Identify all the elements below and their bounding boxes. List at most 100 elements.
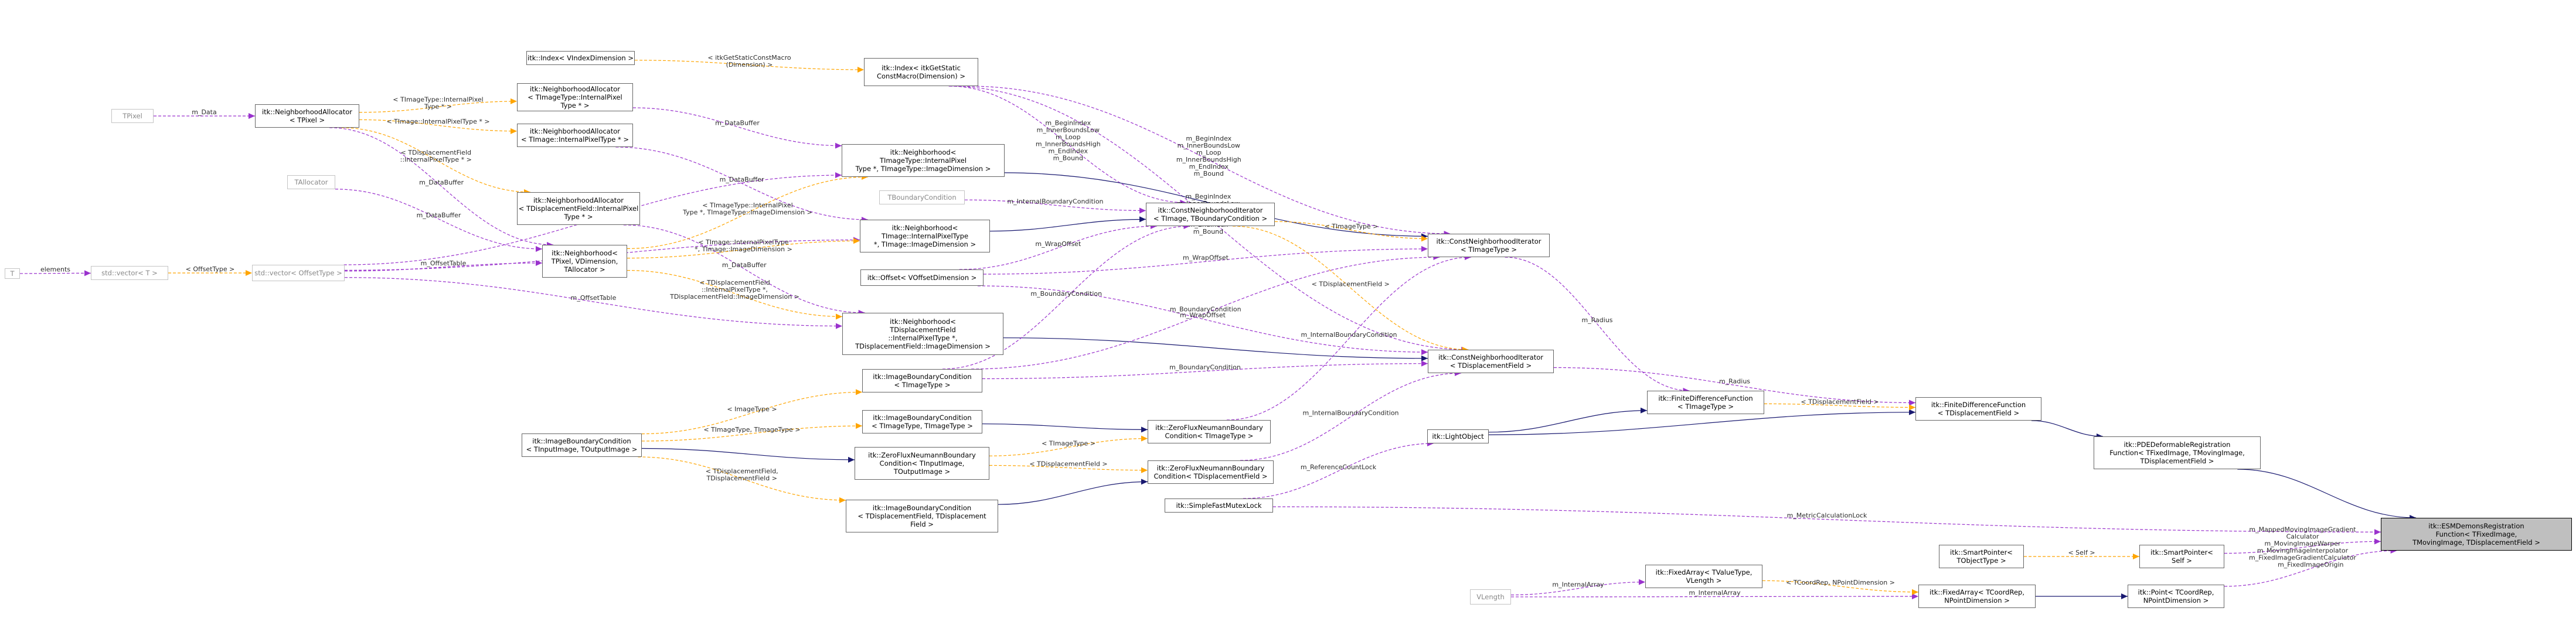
edge-label-line: < TDisplacementField — [699, 279, 770, 286]
edge-label-line: m_Radius — [1719, 378, 1750, 385]
edge-label: m_InternalArray — [1552, 581, 1604, 589]
class-node-na-timage[interactable]: itk::NeighborhoodAllocator< TImage::Inte… — [517, 124, 633, 147]
member-edge — [2224, 548, 2397, 587]
class-node-sp-tobject[interactable]: itk::SmartPointer<TObjectType > — [1939, 545, 2024, 568]
class-node-na-tpixel[interactable]: itk::NeighborhoodAllocator< TPixel > — [255, 104, 359, 128]
edge-label-line: m_DataBuffer — [417, 211, 461, 219]
class-node-label: ::InternalPixelType *, — [888, 334, 958, 342]
class-node-offsetv[interactable]: itk::Offset< VOffsetDimension > — [860, 269, 984, 286]
class-node-ibc-timagetype[interactable]: itk::ImageBoundaryCondition< TImageType … — [862, 369, 982, 392]
edge-label-line: < itkGetStaticConstMacro — [707, 54, 791, 62]
class-node-neigh-tpixel[interactable]: itk::Neighborhood<TPixel, VDimension,TAl… — [542, 245, 627, 278]
class-node-label: TAllocator — [294, 178, 328, 186]
class-node-label: itk::ZeroFluxNeumannBoundary — [868, 451, 976, 459]
edge-label-line: m_FixedImageOrigin — [2278, 561, 2343, 568]
class-node-label: TImageType::InternalPixel — [879, 156, 967, 165]
edge-label-line: m_MappedMovingImageGradient — [2249, 525, 2356, 533]
inherit-edge — [1488, 407, 1648, 433]
edge-label-line: ::InternalPixelType *, — [702, 286, 768, 293]
class-node-ibc-generic[interactable]: itk::ImageBoundaryCondition< TInputImage… — [522, 433, 642, 457]
edge-label: m_BoundaryCondition — [1030, 290, 1102, 298]
class-node-na-timagetype[interactable]: itk::NeighborhoodAllocator< TImageType::… — [517, 83, 633, 111]
class-node-point[interactable]: itk::Point< TCoordRep,NPointDimension > — [2128, 585, 2224, 608]
class-node-label: TOutputImage > — [893, 467, 951, 476]
class-node-label: Type *, TImageType::ImageDimension > — [855, 165, 991, 173]
member-edge — [1240, 370, 1461, 461]
class-node-label: itk::ImageBoundaryCondition — [532, 437, 631, 445]
class-node-label: itk::PDEDeformableRegistration — [2124, 441, 2231, 449]
edge-label: < OffsetType > — [186, 265, 235, 273]
inherit-edge — [2031, 420, 2103, 439]
class-node-label: < TPixel > — [289, 116, 325, 124]
member-edge — [959, 223, 1157, 270]
edge-label-line: < ImageType > — [727, 405, 777, 413]
template-edge — [1762, 580, 1919, 595]
edge-label-line: m_EndIndex — [1189, 163, 1229, 170]
edge-label: m_OffsetTable — [421, 260, 467, 267]
class-node-label: < TImageType > — [1677, 402, 1734, 411]
class-node-label: itk::FiniteDifferenceFunction — [1931, 401, 2026, 409]
edge-label-line: Type * > — [424, 103, 452, 110]
edge-label-line: m_Bound — [1053, 155, 1083, 162]
edge-label: m_Radius — [1719, 378, 1750, 385]
class-node-neigh-tdisp[interactable]: itk::Neighborhood<TDisplacementField::In… — [842, 313, 1003, 355]
edge-label-line: < Self > — [2068, 549, 2095, 556]
edge-label: m_MetricCalculationLock — [1787, 512, 1867, 520]
class-node-cni-generic[interactable]: itk::ConstNeighborhoodIterator< TImage, … — [1146, 203, 1275, 226]
member-edge — [964, 199, 1146, 214]
edge-label-line: m_Data — [192, 108, 216, 116]
class-node-lightobject[interactable]: itk::LightObject — [1427, 429, 1489, 443]
class-node-fdf-timagetype[interactable]: itk::FiniteDifferenceFunction< TImageTyp… — [1647, 391, 1764, 414]
class-node-neigh-timage[interactable]: itk::Neighborhood<TImage::InternalPixelT… — [860, 220, 990, 252]
class-node-cni-disp[interactable]: itk::ConstNeighborhoodIterator< TDisplac… — [1428, 350, 1554, 373]
template-edge — [1764, 403, 1916, 411]
class-node-sp-self[interactable]: itk::SmartPointer<Self > — [2139, 545, 2224, 568]
class-node-indexvdim[interactable]: itk::Index< VIndexDimension > — [526, 51, 635, 65]
edge-label-line: m_DataBuffer — [419, 179, 464, 186]
class-node-label: itk::FixedArray< TValueType, — [1655, 568, 1753, 576]
class-node-ibc-disp[interactable]: itk::ImageBoundaryCondition< TDisplaceme… — [846, 500, 998, 532]
class-node-neigh-timagetype[interactable]: itk::Neighborhood<TImageType::InternalPi… — [842, 144, 1005, 177]
edge-label: < TDisplacementField::InternalPixelType … — [669, 279, 799, 301]
member-edge — [623, 224, 865, 316]
edge-label-line: m_OffsetTable — [421, 260, 467, 267]
template-edge — [634, 60, 865, 73]
class-node-ibc-tt[interactable]: itk::ImageBoundaryCondition< TImageType,… — [862, 410, 982, 433]
edge-label-line: m_InternalBoundaryCondition — [1007, 197, 1103, 205]
edge-label-line: m_BoundaryCondition — [1030, 290, 1102, 298]
class-node-vlength: VLength — [1470, 589, 1511, 605]
edge-label-line: m_InternalArray — [1552, 581, 1604, 589]
class-node-fdf-disp[interactable]: itk::FiniteDifferenceFunction< TDisplace… — [1915, 397, 2041, 421]
class-node-tallocator: TAllocator — [287, 175, 335, 189]
class-node-label: < TDisplacementField > — [1449, 361, 1532, 370]
edge-label-line: m_Bound — [1194, 170, 1224, 177]
edge-label-line: m_EndIndex — [1049, 148, 1088, 155]
edge-label-line: m_MetricCalculationLock — [1787, 512, 1867, 520]
edge-label-line: m_InternalBoundaryCondition — [1301, 331, 1397, 339]
edge-label: m_WrapOffset — [1180, 312, 1226, 319]
edge-label: < TImageType, TImageType > — [703, 426, 800, 433]
member-edge — [983, 245, 1428, 275]
template-edge — [627, 238, 860, 259]
edge-label-line: m_InnerBoundsLow — [1178, 142, 1240, 149]
class-node-na-tdisp[interactable]: itk::NeighborhoodAllocator< TDisplacemen… — [517, 192, 640, 225]
class-node-fixedarrayt[interactable]: itk::FixedArray< TValueType,VLength > — [1645, 565, 1762, 588]
class-node-sfml[interactable]: itk::SimpleFastMutexLock — [1165, 499, 1273, 513]
class-node-fixedarraycoord[interactable]: itk::FixedArray< TCoordRep,NPointDimensi… — [1918, 585, 2036, 608]
edge-label-line: m_MovingImageWarper — [2264, 540, 2341, 547]
edge-label-line: TDisplacementField > — [706, 474, 777, 482]
class-node-label: itk::NeighborhoodAllocator — [533, 196, 624, 204]
class-node-label: itk::NeighborhoodAllocator — [529, 85, 621, 93]
edge-label-line: (Dimension) > — [726, 61, 773, 69]
class-node-cni-timagetype[interactable]: itk::ConstNeighborhoodIterator< TImageTy… — [1428, 234, 1550, 257]
